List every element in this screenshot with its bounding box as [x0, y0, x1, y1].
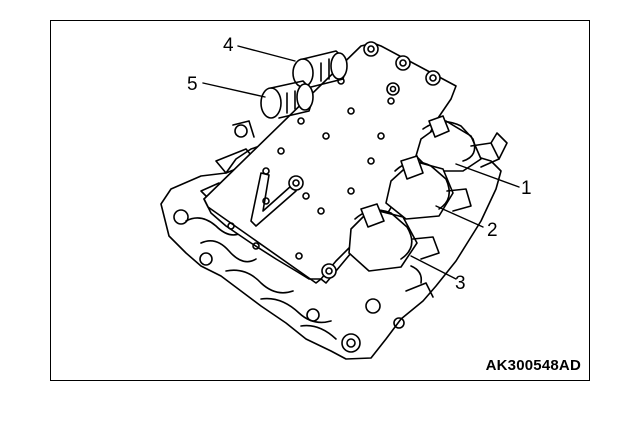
solenoid-1 — [415, 115, 508, 172]
bolt-a — [363, 41, 379, 57]
callout-1: 1 — [521, 178, 532, 199]
solenoid-3 — [348, 203, 440, 272]
callout-5: 5 — [187, 74, 198, 95]
solenoid-2 — [385, 155, 472, 220]
leader-2 — [435, 205, 484, 228]
callout-2: 2 — [487, 220, 498, 241]
bolt-d — [386, 82, 400, 96]
bolt-f — [321, 263, 337, 279]
leader-3 — [410, 255, 457, 280]
callout-4: 4 — [223, 35, 234, 56]
valve-body-illustration — [160, 41, 520, 360]
leader-4 — [237, 45, 296, 62]
figure-frame: 1 2 3 4 5 AK300548AD — [50, 20, 590, 381]
bolt-b — [395, 55, 411, 71]
bolt-e — [288, 175, 304, 191]
leader-1 — [455, 163, 520, 188]
callout-3: 3 — [455, 273, 466, 294]
solenoid-5 — [260, 80, 314, 119]
solenoid-4 — [292, 50, 348, 88]
leader-5 — [202, 82, 266, 98]
bolt-c — [425, 70, 441, 86]
figure-code: AK300548AD — [485, 357, 581, 374]
